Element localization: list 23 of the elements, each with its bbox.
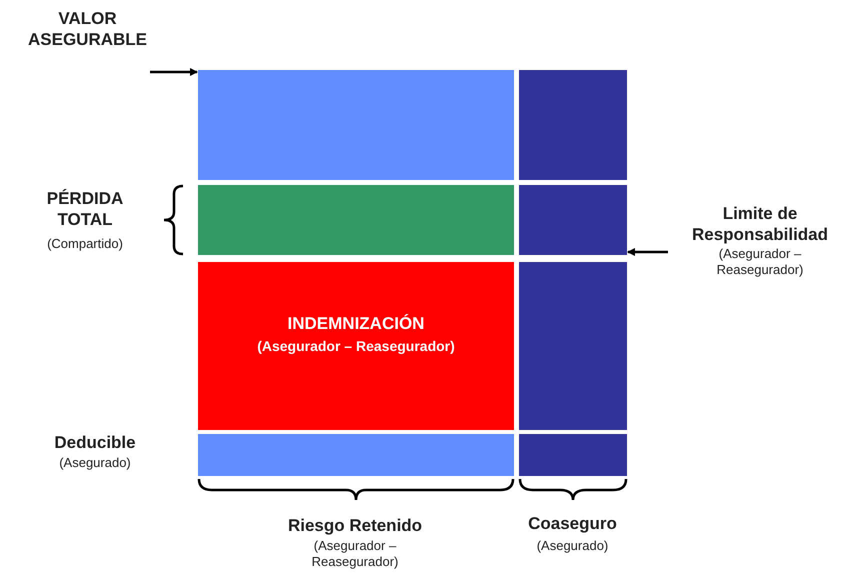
indemnity-block (198, 262, 514, 430)
color-block (519, 434, 627, 476)
annotation-text: (Asegurador – Reasegurador) (716, 246, 804, 278)
color-block (198, 70, 514, 180)
color-block (519, 262, 627, 430)
annotation-text: (Asegurado) (58, 455, 132, 472)
annotation-text: VALOR ASEGURABLE (26, 8, 148, 50)
annotation-text: (Asegurador – Reasegurador) (310, 538, 400, 570)
color-block (198, 434, 514, 476)
annotation-text: Deducible (53, 432, 137, 454)
annotation-text: Limite de Responsabilidad (690, 203, 830, 246)
color-block (198, 185, 514, 255)
annotation-text: (Asegurado) (536, 538, 610, 554)
annotation-text: PÉRDIDA TOTAL (46, 188, 124, 230)
arrow (627, 248, 668, 256)
color-block (519, 185, 627, 255)
color-block (519, 70, 627, 180)
block-text: INDEMNIZACIÓN (288, 312, 424, 335)
arrow (150, 68, 198, 76)
annotation-text: Riesgo Retenido (286, 515, 424, 536)
annotation-text: Coaseguro (527, 513, 618, 534)
annotation-text: (Compartido) (46, 236, 124, 252)
block-text: (Asegurador – Reasegurador) (257, 337, 455, 356)
